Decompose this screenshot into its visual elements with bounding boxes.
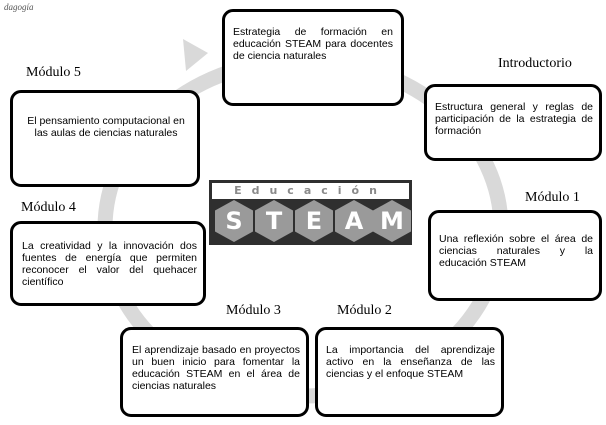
module-2-label: Módulo 2 <box>337 303 392 318</box>
steam-logo-banner: Educación <box>212 183 409 199</box>
steam-letter-m: M <box>373 200 411 242</box>
center-strategy-box: Estrategia de formación en educación STE… <box>222 9 404 106</box>
module-4-text: La creatividad y la innovación dos fuent… <box>22 240 197 288</box>
module-5-box: El pensamiento computacional en las aula… <box>10 90 200 187</box>
module-intro-label: Introductorio <box>498 56 572 71</box>
steam-logo-top-text: Educación <box>234 184 387 197</box>
module-3-label: Módulo 3 <box>226 303 281 318</box>
center-strategy-text: Estrategia de formación en educación STE… <box>233 26 393 62</box>
module-1-text: Una reflexión sobre el área de ciencias … <box>439 233 593 269</box>
module-5-label: Módulo 5 <box>26 65 81 80</box>
module-intro-text: Estructura general y reglas de participa… <box>435 101 593 137</box>
module-2-text: La importancia del aprendizaje activo en… <box>326 344 495 380</box>
module-3-box: El aprendizaje basado en proyectos un bu… <box>120 327 309 417</box>
steam-letter-a: A <box>335 200 373 242</box>
steam-letter-t: T <box>255 200 293 242</box>
caption-fragment: dagogía <box>4 2 34 12</box>
module-1-box: Una reflexión sobre el área de ciencias … <box>428 210 602 301</box>
module-5-text: El pensamiento computacional en las aula… <box>27 115 185 139</box>
module-2-box: La importancia del aprendizaje activo en… <box>315 327 504 417</box>
module-3-text: El aprendizaje basado en proyectos un bu… <box>132 344 300 392</box>
steam-letter-s: S <box>215 200 253 242</box>
module-4-box: La creatividad y la innovación dos fuent… <box>10 221 206 306</box>
steam-letter-e: E <box>295 200 333 242</box>
cycle-arrowhead <box>183 39 208 71</box>
module-4-label: Módulo 4 <box>21 200 76 215</box>
module-intro-box: Estructura general y reglas de participa… <box>424 84 602 161</box>
steam-logo: Educación S T E A M <box>209 180 412 245</box>
module-1-label: Módulo 1 <box>525 190 580 205</box>
